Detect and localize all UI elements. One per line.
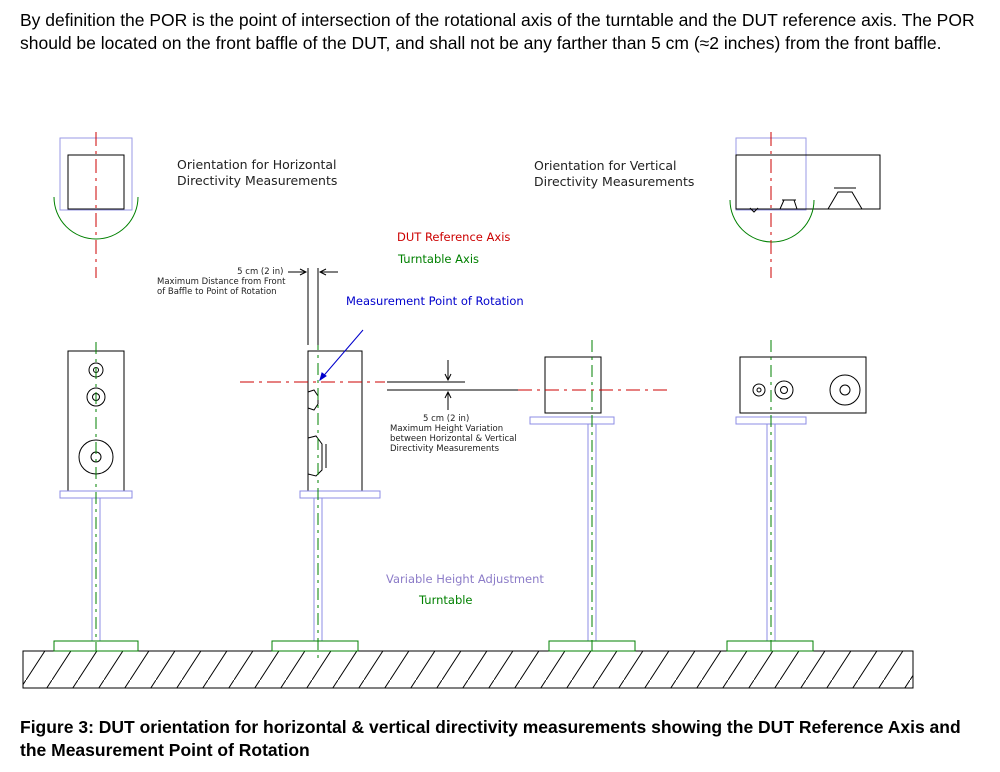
- max-distance-note: 5 cm (2 in) Maximum Distance from Front …: [157, 267, 285, 297]
- max-distance-line-1: Maximum Distance from Front: [157, 277, 286, 287]
- top-view-vertical: [729, 132, 881, 278]
- vertical-orientation-label: Orientation for Vertical Directivity Mea…: [534, 158, 694, 190]
- vertical-orientation-line-1: Orientation for Vertical: [534, 158, 677, 173]
- max-height-line-1: Maximum Height Variation: [390, 424, 504, 434]
- side-view-vertical-speaker: [518, 340, 670, 652]
- side-view-horizontal-speaker: [240, 268, 385, 660]
- variable-height-label: Variable Height Adjustment: [386, 572, 544, 586]
- max-height-value: 5 cm (2 in): [423, 414, 470, 424]
- measurement-por-label: Measurement Point of Rotation: [346, 294, 524, 308]
- max-height-note: 5 cm (2 in) Maximum Height Variation bet…: [390, 414, 517, 454]
- horizontal-orientation-line-1: Orientation for Horizontal: [177, 157, 337, 172]
- turntable-axis-label: Turntable Axis: [398, 252, 480, 266]
- max-distance-value: 5 cm (2 in): [237, 267, 284, 277]
- max-distance-line-2: of Baffle to Point of Rotation: [157, 287, 277, 297]
- height-variation-dimension: [387, 360, 525, 410]
- front-view-vertical-speaker: [726, 340, 867, 652]
- ground-floor: [22, 650, 914, 689]
- max-height-line-3: Directivity Measurements: [390, 444, 500, 454]
- intro-paragraph: By definition the POR is the point of in…: [20, 10, 975, 53]
- max-height-line-2: between Horizontal & Vertical: [390, 434, 517, 444]
- front-view-horizontal-speaker: [53, 342, 139, 652]
- figure-caption: Figure 3: DUT orientation for horizontal…: [20, 717, 961, 760]
- horizontal-orientation-label: Orientation for Horizontal Directivity M…: [177, 157, 337, 189]
- turntable-label: Turntable: [419, 593, 473, 607]
- horizontal-orientation-line-2: Directivity Measurements: [177, 173, 338, 188]
- vertical-orientation-line-2: Directivity Measurements: [534, 174, 695, 189]
- top-view-horizontal: [53, 132, 139, 278]
- dut-reference-axis-label: DUT Reference Axis: [397, 230, 511, 244]
